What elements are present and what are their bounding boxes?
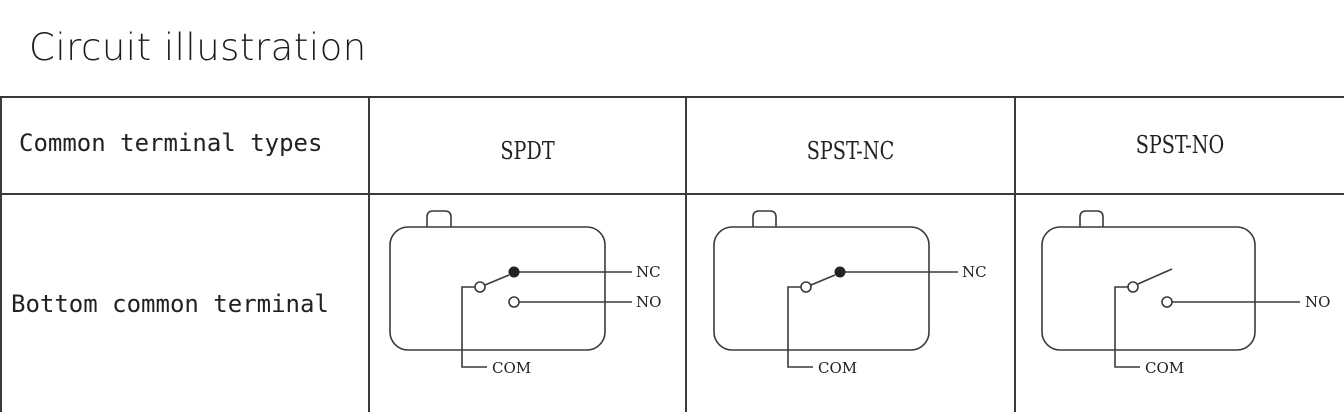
com-terminal-label: COM xyxy=(492,359,531,377)
switch-actuator-tab xyxy=(752,210,777,227)
switch-housing xyxy=(1041,226,1256,351)
com-terminal-label: COM xyxy=(818,359,857,377)
com-contact xyxy=(800,281,812,293)
page-title: Circuit illustration xyxy=(29,26,367,69)
no-contact xyxy=(508,296,520,308)
switch-housing xyxy=(713,226,930,351)
row-header-bottom-common-terminal: Bottom common terminal xyxy=(11,290,329,318)
nc-contact xyxy=(508,266,520,278)
spdt-circuit-diagram: NC NO COM xyxy=(389,210,661,377)
switch-lever xyxy=(1137,268,1173,285)
nc-contact xyxy=(834,266,846,278)
column-header-spdt: SPDT xyxy=(500,137,555,165)
nc-terminal-label: NC xyxy=(962,263,987,281)
column-header-spst-nc: SPST-NC xyxy=(806,137,895,165)
com-wire xyxy=(1114,286,1140,368)
nc-terminal-label: NC xyxy=(636,263,661,281)
no-terminal-label: NO xyxy=(636,293,661,311)
no-terminal-label: NO xyxy=(1305,293,1330,311)
switch-lever xyxy=(484,274,510,286)
com-contact xyxy=(474,281,486,293)
com-contact xyxy=(1127,281,1139,293)
switch-lever xyxy=(810,274,836,286)
com-wire xyxy=(787,286,813,368)
row-header-terminal-types: Common terminal types xyxy=(19,129,323,157)
spst-nc-circuit-diagram: NC COM xyxy=(713,210,987,377)
table-column-divider xyxy=(1014,96,1016,412)
switch-actuator-tab xyxy=(1079,210,1104,227)
column-header-spst-no: SPST-NO xyxy=(1135,131,1225,159)
com-wire xyxy=(461,286,487,368)
com-terminal-label: COM xyxy=(1145,359,1184,377)
table-column-divider xyxy=(685,96,687,412)
table-row-divider xyxy=(0,193,1344,195)
table-column-divider xyxy=(368,96,370,412)
no-contact xyxy=(1161,296,1173,308)
switch-housing xyxy=(389,226,606,351)
spst-no-circuit-diagram: NO COM xyxy=(1041,210,1330,377)
table-border-top xyxy=(0,96,1344,98)
switch-actuator-tab xyxy=(426,210,452,227)
table-border-left xyxy=(0,96,2,412)
